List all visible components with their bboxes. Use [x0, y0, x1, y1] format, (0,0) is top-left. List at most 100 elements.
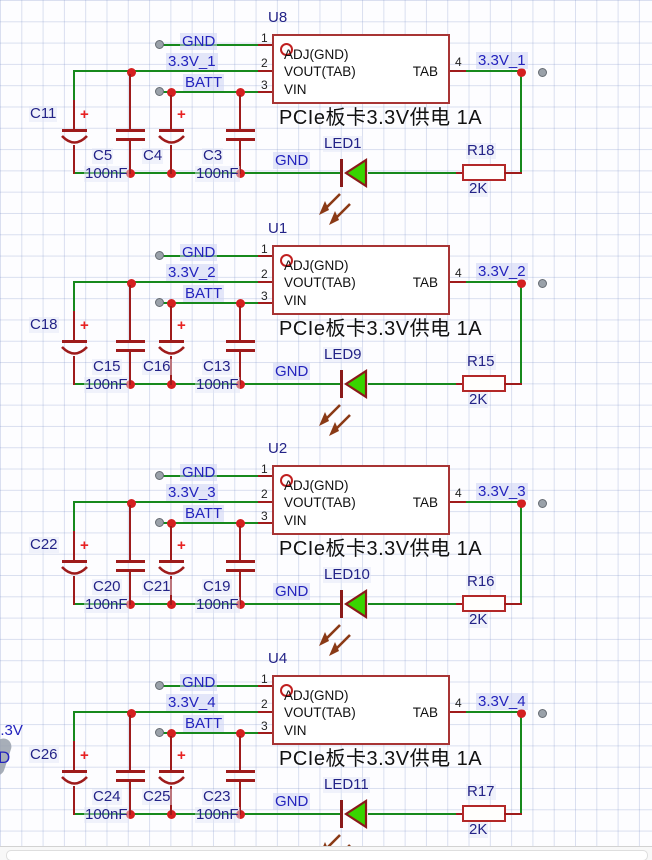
- wire-gnd-rail[interactable]: [73, 172, 341, 174]
- wire-output[interactable]: [73, 501, 258, 503]
- wire-output-drop[interactable]: [73, 281, 75, 313]
- cap-designator[interactable]: C15: [92, 358, 122, 375]
- cap-curved-plate[interactable]: [157, 565, 186, 581]
- horizontal-scrollbar[interactable]: [0, 846, 652, 860]
- wire-output-vertical[interactable]: [520, 712, 522, 815]
- cap-value[interactable]: 100nF: [84, 165, 129, 182]
- cap-designator[interactable]: C16: [142, 358, 172, 375]
- led-designator[interactable]: LED11: [323, 776, 370, 793]
- cap-designator[interactable]: C4: [142, 147, 164, 164]
- cap-designator[interactable]: C3: [202, 147, 224, 164]
- wire-gnd-rail[interactable]: [73, 603, 341, 605]
- wire-output[interactable]: [73, 70, 258, 72]
- wire-output-vertical[interactable]: [520, 282, 522, 385]
- resistor-designator[interactable]: R17: [466, 783, 496, 800]
- cap-plate[interactable]: [226, 569, 255, 572]
- cap-curved-plate[interactable]: [157, 345, 186, 361]
- cap-value[interactable]: 100nF: [84, 376, 129, 393]
- cap-plate[interactable]: [159, 340, 184, 343]
- cap-value[interactable]: 100nF: [195, 806, 240, 823]
- resistor-designator[interactable]: R18: [466, 142, 496, 159]
- resistor-designator[interactable]: R16: [466, 573, 496, 590]
- cap-designator[interactable]: C22: [29, 536, 59, 553]
- left-edge-net-label[interactable]: 3.3V: [0, 722, 23, 739]
- cap-curved-plate[interactable]: [60, 345, 89, 361]
- resistor-body[interactable]: [462, 375, 506, 392]
- cap-designator[interactable]: C23: [202, 788, 232, 805]
- wire-led-resistor[interactable]: [368, 603, 456, 605]
- net-label-output[interactable]: 3.3V_2: [166, 264, 218, 281]
- cap-value[interactable]: 100nF: [195, 596, 240, 613]
- net-label-batt[interactable]: BATT: [183, 74, 225, 91]
- net-label-gnd-rail[interactable]: GND: [273, 152, 311, 169]
- cap-value[interactable]: 100nF: [195, 376, 240, 393]
- cap-plate[interactable]: [116, 349, 145, 352]
- net-label-gnd[interactable]: GND: [180, 674, 218, 691]
- net-label-gnd[interactable]: GND: [180, 244, 218, 261]
- cap-curved-plate[interactable]: [60, 565, 89, 581]
- net-label-output-right[interactable]: 3.3V_2: [476, 263, 528, 280]
- regulator-ic[interactable]: ADJ(GND) VOUT(TAB) VIN TAB: [272, 465, 450, 535]
- resistor-value[interactable]: 2K: [468, 391, 489, 408]
- cap-plate[interactable]: [159, 770, 184, 773]
- wire-led-resistor[interactable]: [368, 172, 456, 174]
- net-label-gnd[interactable]: GND: [180, 33, 218, 50]
- wire-gnd-rail[interactable]: [73, 813, 341, 815]
- cap-plate[interactable]: [116, 340, 145, 343]
- resistor-value[interactable]: 2K: [468, 180, 489, 197]
- resistor-designator[interactable]: R15: [466, 353, 496, 370]
- wire-batt[interactable]: [163, 732, 258, 734]
- cap-plate[interactable]: [226, 779, 255, 782]
- cap-plate[interactable]: [159, 560, 184, 563]
- net-label-output[interactable]: 3.3V_4: [166, 694, 218, 711]
- cap-designator[interactable]: C21: [142, 578, 172, 595]
- cap-plate[interactable]: [62, 770, 87, 773]
- cap-plate[interactable]: [226, 770, 255, 773]
- wire-output-right[interactable]: [466, 281, 521, 283]
- cap-designator[interactable]: C25: [142, 788, 172, 805]
- cap-designator[interactable]: C13: [202, 358, 232, 375]
- net-label-batt[interactable]: BATT: [183, 505, 225, 522]
- cap-plate[interactable]: [159, 129, 184, 132]
- regulator-ic[interactable]: ADJ(GND) VOUT(TAB) VIN TAB: [272, 245, 450, 315]
- cap-plate[interactable]: [226, 560, 255, 563]
- net-label-output[interactable]: 3.3V_1: [166, 53, 218, 70]
- cap-value[interactable]: 100nF: [84, 596, 129, 613]
- net-label-output-right[interactable]: 3.3V_4: [476, 693, 528, 710]
- cap-plate[interactable]: [116, 569, 145, 572]
- cap-plate[interactable]: [62, 129, 87, 132]
- regulator-ic[interactable]: ADJ(GND) VOUT(TAB) VIN TAB: [272, 34, 450, 104]
- cap-designator[interactable]: C24: [92, 788, 122, 805]
- led-triangle-icon[interactable]: [343, 157, 369, 189]
- wire-batt[interactable]: [163, 302, 258, 304]
- cap-designator[interactable]: C20: [92, 578, 122, 595]
- cap-plate[interactable]: [226, 340, 255, 343]
- cap-curved-plate[interactable]: [60, 134, 89, 150]
- wire-output-right[interactable]: [466, 711, 521, 713]
- cap-designator[interactable]: C19: [202, 578, 232, 595]
- cap-designator[interactable]: C18: [29, 316, 59, 333]
- cap-plate[interactable]: [226, 138, 255, 141]
- resistor-value[interactable]: 2K: [468, 821, 489, 838]
- wire-batt[interactable]: [163, 522, 258, 524]
- ic-designator[interactable]: U1: [268, 220, 288, 237]
- cap-curved-plate[interactable]: [60, 775, 89, 791]
- cap-designator[interactable]: C26: [29, 746, 59, 763]
- cap-plate[interactable]: [226, 349, 255, 352]
- wire-output-drop[interactable]: [73, 501, 75, 533]
- net-label-gnd-rail[interactable]: GND: [273, 793, 311, 810]
- wire-led-resistor[interactable]: [368, 383, 456, 385]
- cap-plate[interactable]: [116, 129, 145, 132]
- wire-output[interactable]: [73, 711, 258, 713]
- wire-output[interactable]: [73, 281, 258, 283]
- wire-led-resistor[interactable]: [368, 813, 456, 815]
- net-label-output-right[interactable]: 3.3V_1: [476, 52, 528, 69]
- cap-designator[interactable]: C5: [92, 147, 114, 164]
- ic-designator[interactable]: U8: [268, 9, 288, 26]
- cap-plate[interactable]: [62, 340, 87, 343]
- horizontal-scrollbar-thumb[interactable]: [6, 850, 648, 860]
- ic-designator[interactable]: U2: [268, 440, 288, 457]
- wire-output-right[interactable]: [466, 501, 521, 503]
- led-triangle-icon[interactable]: [343, 798, 369, 830]
- net-label-gnd[interactable]: GND: [180, 464, 218, 481]
